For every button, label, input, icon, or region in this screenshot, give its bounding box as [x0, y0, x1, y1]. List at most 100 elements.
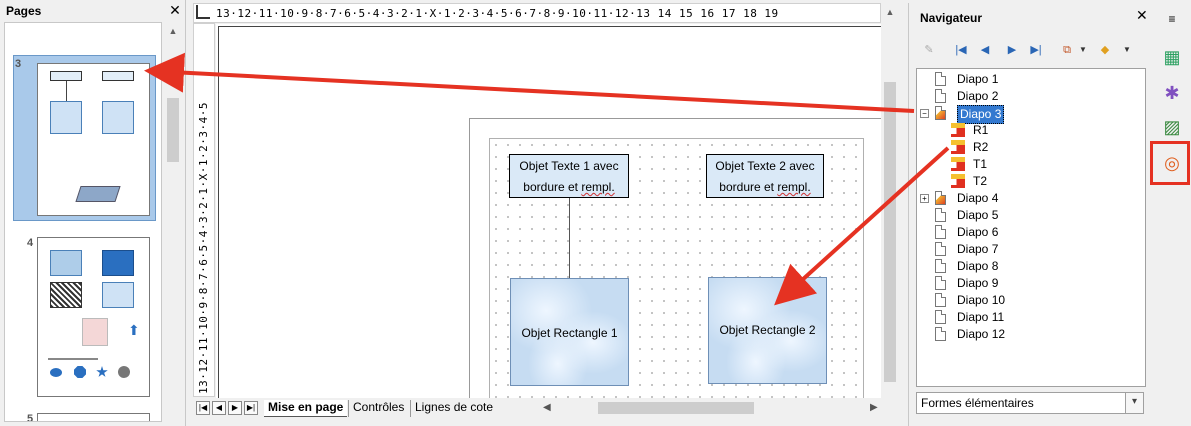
page-thumbnail-5[interactable]: [37, 413, 150, 421]
vertical-ruler[interactable]: 13·12·11·10·9·8·7·6·5·4·3·2·1·X·1·2·3·4·…: [193, 23, 215, 397]
first-tab-icon[interactable]: |◀: [196, 401, 210, 415]
previous-slide-icon[interactable]: ◀: [980, 44, 990, 56]
mini-caption: [48, 358, 98, 360]
tree-item-slide[interactable]: + Diapo 4: [917, 190, 1143, 207]
hscroll-right-icon[interactable]: ▶: [870, 402, 878, 413]
shape-icon: [951, 174, 965, 188]
dropdown-arrow-icon[interactable]: ▼: [1123, 45, 1131, 54]
tree-item-slide[interactable]: −Diapo 3: [917, 105, 1143, 124]
document-horizontal-scrollbar-thumb[interactable]: [598, 402, 754, 414]
next-slide-icon[interactable]: ▶: [1007, 44, 1017, 56]
tree-item-slide[interactable]: Diapo 11: [917, 309, 1143, 326]
tree-item-label: Diapo 7: [957, 242, 999, 256]
connector-line[interactable]: [569, 198, 570, 278]
tab-dimension-lines[interactable]: Lignes de cote: [410, 400, 497, 417]
close-icon[interactable]: ✕: [1136, 7, 1148, 23]
slide-icon: [935, 72, 946, 86]
hscroll-left-icon[interactable]: ◀: [543, 402, 551, 413]
mini-shape: [118, 366, 130, 378]
scroll-up-icon[interactable]: ▲: [168, 26, 178, 36]
tree-item-shape[interactable]: T2: [917, 173, 1143, 190]
tree-item-shape[interactable]: R1: [917, 122, 1143, 139]
next-tab-icon[interactable]: ▶: [228, 401, 242, 415]
pencil-icon[interactable]: ✎: [924, 44, 934, 56]
tab-controls[interactable]: Contrôles: [348, 400, 408, 417]
text-object-1-line2a: bordure et: [523, 180, 582, 194]
tree-item-label: Diapo 4: [957, 191, 999, 205]
dropdown-arrow-icon[interactable]: ▼: [1079, 45, 1087, 54]
previous-tab-icon[interactable]: ◀: [212, 401, 226, 415]
animation-icon[interactable]: ✱: [1164, 83, 1180, 103]
document-select[interactable]: Formes élémentaires: [916, 392, 1144, 414]
chevron-down-icon[interactable]: ▾: [1125, 393, 1143, 413]
drag-mode-icon[interactable]: ⧉: [1063, 44, 1071, 56]
tree-item-label: Diapo 9: [957, 276, 999, 290]
text-object-2[interactable]: Objet Texte 2 avec bordure et rempl.: [706, 154, 824, 198]
first-slide-icon[interactable]: |◀: [955, 44, 967, 56]
close-icon[interactable]: ✕: [169, 2, 181, 18]
document-vertical-scrollbar-thumb[interactable]: [884, 82, 896, 382]
tree-item-slide[interactable]: Diapo 7: [917, 241, 1143, 258]
page-margin-line: [218, 26, 882, 406]
slide-icon: [935, 293, 946, 307]
page-number: 3: [15, 58, 22, 70]
tree-item-slide[interactable]: Diapo 12: [917, 326, 1143, 343]
tree-item-shape[interactable]: R2: [917, 139, 1143, 156]
slide-icon: [935, 276, 946, 290]
mini-rectangle: [102, 101, 134, 134]
sidebar-menu-icon[interactable]: ≡: [1168, 12, 1176, 26]
tree-item-slide[interactable]: Diapo 6: [917, 224, 1143, 241]
collapse-icon[interactable]: −: [920, 109, 929, 118]
tree-item-slide[interactable]: Diapo 8: [917, 258, 1143, 275]
scroll-up-icon[interactable]: ▲: [885, 7, 895, 17]
shapes-icon[interactable]: ◆: [1100, 44, 1110, 56]
page-preview: [37, 63, 150, 216]
page-thumbnail-4[interactable]: ⬆: [37, 237, 150, 397]
tree-item-slide[interactable]: Diapo 5: [917, 207, 1143, 224]
tree-item-slide[interactable]: Diapo 10: [917, 292, 1143, 309]
tree-item-label: Diapo 8: [957, 259, 999, 273]
tree-item-label: T1: [973, 157, 988, 171]
horizontal-ruler[interactable]: 13·12·11·10·9·8·7·6·5·4·3·2·1·X·1·2·3·4·…: [193, 3, 881, 23]
mini-rectangle: [102, 282, 134, 308]
spellcheck-word: rempl.: [581, 180, 615, 194]
rectangle-object-1[interactable]: Objet Rectangle 1: [510, 278, 629, 386]
slide-with-shapes-icon: [935, 191, 946, 205]
tree-item-shape[interactable]: T1: [917, 156, 1143, 173]
navigator-icon[interactable]: ◎: [1164, 153, 1180, 173]
pages-list[interactable]: 3 4 ⬆ 5: [4, 22, 162, 422]
text-object-1[interactable]: Objet Texte 1 avec bordure et rempl.: [509, 154, 629, 198]
tree-item-label: Diapo 11: [957, 310, 1005, 324]
last-tab-icon[interactable]: ▶|: [244, 401, 258, 415]
tree-item-slide[interactable]: Diapo 1: [917, 71, 1143, 88]
text-object-2-line2: bordure et rempl.: [707, 177, 823, 198]
slide-icon: [935, 225, 946, 239]
tab-stop-icon[interactable]: [196, 5, 210, 19]
text-object-2-line1: Objet Texte 2 avec: [715, 159, 815, 173]
rectangle-object-2-label: Objet Rectangle 2: [719, 323, 816, 337]
tree-item-label: Diapo 2: [957, 89, 999, 103]
arrow-up-icon: ⬆: [128, 322, 140, 338]
tree-item-slide[interactable]: Diapo 9: [917, 275, 1143, 292]
tree-item-label: R2: [973, 140, 989, 154]
tree-item-slide[interactable]: Diapo 2: [917, 88, 1143, 105]
tab-layout[interactable]: Mise en page: [264, 400, 348, 417]
slide-icon: [935, 89, 946, 103]
slide-transition-icon[interactable]: ▦: [1163, 47, 1181, 67]
gallery-icon[interactable]: ▨: [1163, 117, 1181, 137]
expand-icon[interactable]: +: [920, 194, 929, 203]
tree-item-label: Diapo 10: [957, 293, 1006, 307]
last-slide-icon[interactable]: ▶|: [1030, 44, 1042, 56]
mini-shape: [96, 366, 108, 377]
slide-icon: [935, 259, 946, 273]
mini-rectangle: [50, 101, 82, 134]
mini-text-box: [102, 71, 134, 81]
rectangle-object-2[interactable]: Objet Rectangle 2: [708, 277, 827, 384]
pages-scrollbar[interactable]: ▲: [164, 22, 182, 422]
shape-icon: [951, 157, 965, 171]
shape-icon: [951, 140, 965, 154]
pages-scrollbar-thumb[interactable]: [167, 98, 179, 162]
mini-text-box: [50, 71, 82, 81]
mini-picture: [82, 318, 108, 346]
